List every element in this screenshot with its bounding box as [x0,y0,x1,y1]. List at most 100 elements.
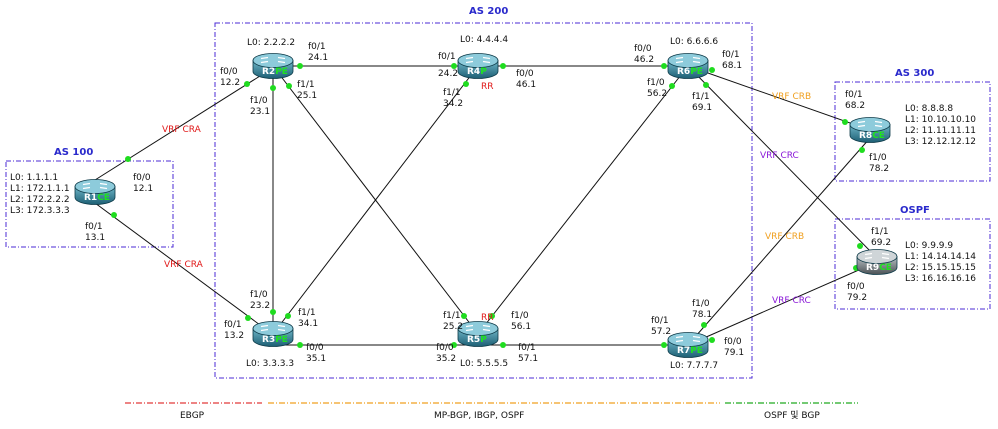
router-top [74,179,116,194]
router-role: CE [879,263,892,273]
loopback-line: L0: 1.1.1.1 [10,173,58,183]
link-r1-r2 [94,75,261,181]
port-dot [286,83,292,89]
ospf-label: OSPF [900,205,930,216]
iface-r7-f0-0: f0/0 [724,337,742,347]
router-top [849,117,891,132]
iface-r5-f1-1-ip: 25.2 [443,322,463,332]
port-dot [270,309,276,315]
iface-r6-f1-1-ip: 69.1 [692,103,712,113]
port-dot [703,82,709,88]
iface-r7-f1-0: f1/0 [692,299,710,309]
as100-box [5,160,174,248]
router-arrow [277,328,286,332]
port-dot [461,313,467,319]
router-top [457,53,499,68]
router-name-text: R4 [467,67,480,77]
as200-box [214,22,753,379]
loopback-line: L2: 11.11.11.11 [905,126,976,136]
iface-r2-f1-0: f1/0 [250,96,268,106]
iface-r8-f1-0: f1/0 [869,153,887,163]
port-dot [297,63,303,69]
iface-r3-f0-1-ip: 13.2 [224,331,244,341]
loopback-line: L0: 9.9.9.9 [905,241,953,251]
loopback-line: L0: 6.6.6.6 [670,37,718,47]
iface-r2-f0-0: f0/0 [220,67,238,77]
iface-r8-f1-0-ip: 78.2 [869,164,889,174]
iface-r4-f0-0: f0/0 [516,69,534,79]
iface-r9-f0-0: f0/0 [847,282,865,292]
vrf-cra-label-bottom: VRF CRA [164,260,204,270]
iface-r3-f0-0-ip: 35.1 [306,354,326,364]
router-name-text: R3 [262,335,275,345]
rr-label-r4: RR [481,82,494,92]
port-dot [500,342,506,348]
router-arrow [675,339,684,343]
router-name-text: R1 [84,193,97,203]
port-dot [859,147,865,153]
port-dot [857,243,863,249]
loopback-line: L2: 172.2.2.2 [10,195,70,205]
legend-ebgp-label: EBGP [180,411,205,421]
loopback-line: L0: 5.5.5.5 [460,359,508,369]
loopback-line: L3: 12.12.12.12 [905,137,976,147]
router-arrow [99,182,108,186]
router-name: R8CE [859,131,885,141]
link-r7-r8 [687,137,871,346]
router-arrow [260,56,269,60]
router-arrow [692,56,701,60]
iface-r1-f0-1: f0/1 [85,222,103,232]
vrf-labels: VRF CRA VRF CRA VRF CRB VRF CRB VRF CRC … [162,92,811,306]
router-arrow [260,328,269,332]
router-name: R9CE [866,263,892,273]
port-dot [669,83,675,89]
router-arrow [465,60,474,64]
vrf-crb-label-top: VRF CRB [772,92,811,102]
iface-r4-f0-1: f0/1 [438,52,456,62]
router-role: PE [690,67,703,77]
port-dots [111,63,865,348]
router-arrow [881,252,890,256]
router-name: R3PE [262,335,288,345]
router-arrow [692,335,701,339]
router-arrow [482,328,491,332]
vrf-cra-label-top: VRF CRA [162,125,202,135]
router-arrow [692,339,701,343]
port-dot [489,313,495,319]
port-dot [709,67,715,73]
iface-r7-f0-1-ip: 57.2 [651,327,671,337]
iface-r5-f0-0: f0/0 [436,343,454,353]
iface-r3-f1-0: f1/0 [250,290,268,300]
router-role: P [480,67,487,77]
as200-label: AS 200 [469,6,508,17]
router-arrow [260,324,269,328]
iface-r2-f0-1: f0/1 [308,42,326,52]
router-r5[interactable]: R5P L0: 5.5.5.5 [457,321,508,370]
router-top [252,321,294,336]
iface-r2-f1-1: f1/1 [297,80,315,90]
ospf-box [834,218,991,310]
links [94,65,878,346]
router-name-text: R7 [677,346,690,356]
router-arrow [692,60,701,64]
router-arrow [857,124,866,128]
router-name: R5P [467,335,487,345]
router-arrow [482,324,491,328]
router-arrow [675,56,684,60]
port-dot [245,315,251,321]
iface-r5-f0-1-ip: 57.1 [518,354,538,364]
as300-box [834,81,991,182]
router-arrow [874,124,883,128]
iface-r4-f1-1-ip: 34.2 [443,99,463,109]
router-arrow [277,56,286,60]
